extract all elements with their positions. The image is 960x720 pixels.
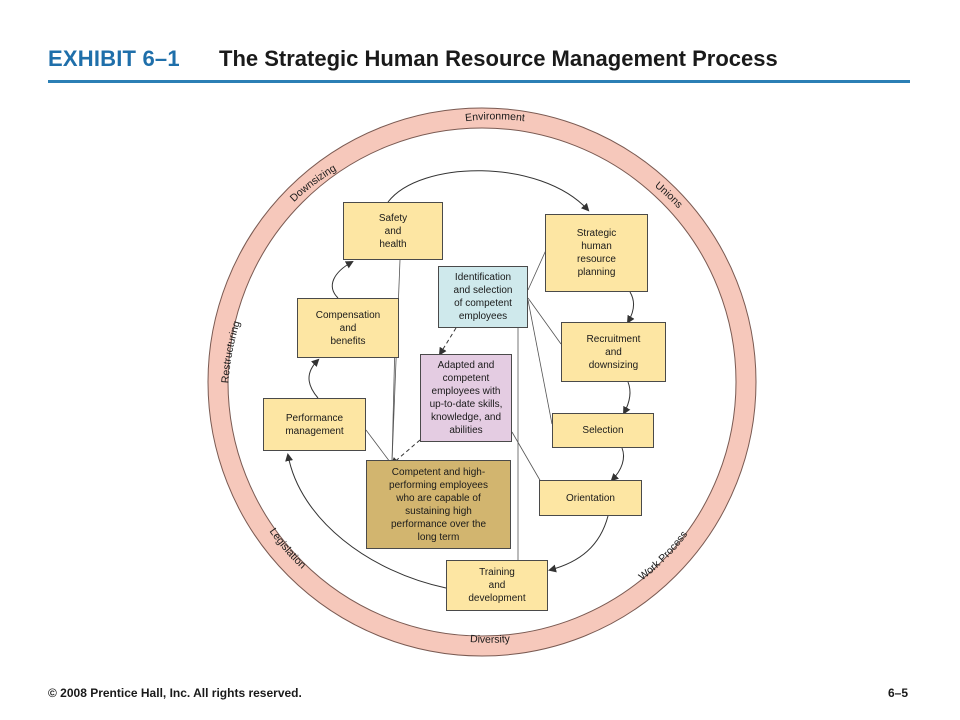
- cycle-arrows: [285, 170, 635, 589]
- ring-inner-edge: [227, 127, 737, 637]
- arrow-training-to-performance: [285, 453, 447, 589]
- line-strategic-identification: [527, 249, 547, 291]
- box-training-development: Training and development: [446, 560, 548, 611]
- box-safety-and-health: Safety and health: [343, 202, 443, 260]
- box-recruitment-downsizing: Recruitment and downsizing: [561, 322, 666, 382]
- box-orientation: Orientation: [539, 480, 642, 516]
- box-compensation-benefits: Compensation and benefits: [297, 298, 399, 358]
- arrow-recruitment-to-selection: [623, 381, 631, 415]
- dashed-identification-to-adapted: [438, 327, 457, 356]
- arrow-orientation-to-training: [548, 515, 609, 573]
- box-selection: Selection: [552, 413, 654, 448]
- box-competent-high-performing: Competent and high- performing employees…: [366, 460, 511, 549]
- footer-page-number: 6–5: [887, 686, 908, 700]
- ring-outer-edge: [207, 107, 757, 657]
- footer-copyright: © 2008 Prentice Hall, Inc. All rights re…: [48, 686, 302, 700]
- ring-label-diversity: Diversity: [470, 633, 511, 646]
- arrow-compensation-to-safety: [331, 261, 354, 299]
- arrow-safety-to-strategic: [387, 170, 590, 212]
- box-identification-selection: Identification and selection of competen…: [438, 266, 528, 328]
- line-adapted-orientation: [511, 431, 542, 483]
- line-safety-competent: [391, 259, 401, 463]
- arrow-selection-to-orientation: [610, 447, 625, 482]
- line-identification-selection: [527, 299, 553, 425]
- box-performance-management: Performance management: [263, 398, 366, 451]
- header: EXHIBIT 6–1 The Strategic Human Resource…: [48, 44, 910, 83]
- environment-ring: [208, 108, 756, 656]
- box-adapted-employees: Adapted and competent employees with up-…: [420, 354, 512, 442]
- box-strategic-hr-planning: Strategic human resource planning: [545, 214, 648, 292]
- exhibit-label: EXHIBIT 6–1: [48, 46, 180, 71]
- arrow-performance-to-compensation: [308, 358, 320, 399]
- line-performance-competent: [365, 429, 391, 463]
- connector-lines: [365, 249, 562, 560]
- line-identification-recruitment: [527, 297, 562, 345]
- arrow-strategic-to-recruitment: [626, 291, 635, 324]
- page-title: The Strategic Human Resource Management …: [219, 46, 778, 71]
